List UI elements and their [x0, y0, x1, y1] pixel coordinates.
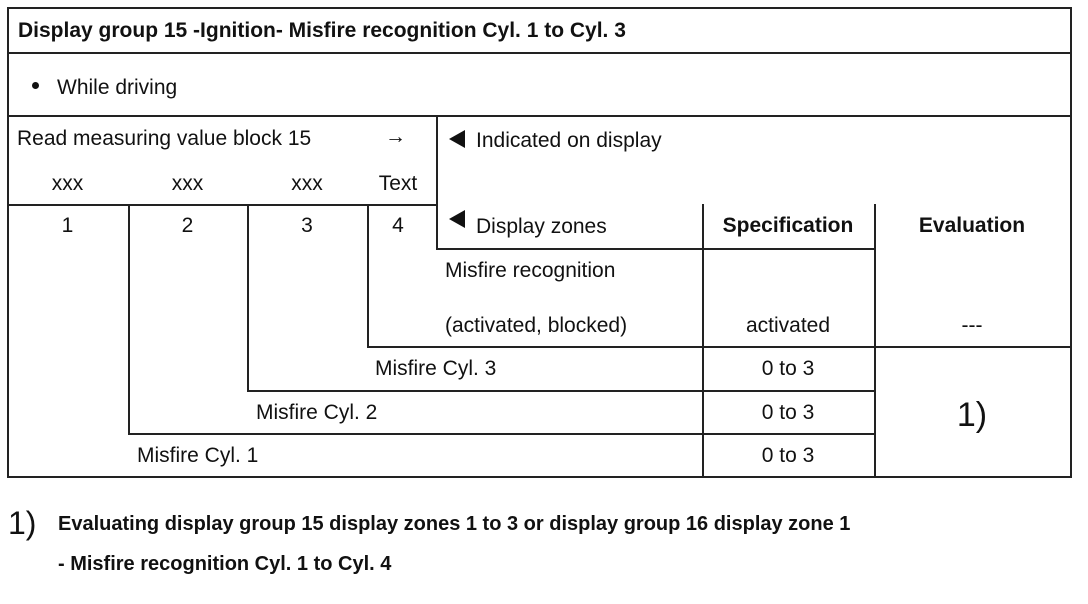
arrow-right-icon: → [385, 125, 406, 148]
footnote-marker: 1) [8, 505, 37, 541]
row-misfire-cyl1-spec: 0 to 3 [761, 444, 815, 467]
column-4-placeholder: Text [378, 172, 418, 195]
column-1-placeholder: xxx [51, 172, 84, 195]
condition-text: While driving [57, 76, 178, 99]
row-misfire-recognition-states: (activated, blocked) [445, 314, 628, 337]
row-misfire-recognition-label: Misfire recognition [445, 259, 616, 282]
indicated-label: Indicated on display [476, 129, 662, 152]
bullet-icon [32, 82, 39, 89]
column-3-placeholder: xxx [291, 172, 323, 195]
evaluation-header: Evaluation [918, 214, 1026, 237]
display-zones-header: Display zones [476, 215, 607, 238]
specification-header: Specification [722, 214, 854, 237]
row-misfire-cyl3-spec: 0 to 3 [761, 357, 815, 380]
footnote-line-1: Evaluating display group 15 display zone… [58, 513, 851, 535]
evaluation-footnote-ref: 1) [956, 396, 988, 434]
triangle-left-icon [449, 210, 465, 228]
row-misfire-cyl3-label: Misfire Cyl. 3 [375, 357, 497, 380]
triangle-left-icon [449, 130, 465, 148]
zone-number-1: 1 [61, 214, 74, 237]
row-misfire-cyl2-spec: 0 to 3 [761, 401, 815, 424]
footnote-line-2: - Misfire recognition Cyl. 1 to Cyl. 4 [58, 553, 392, 575]
row-misfire-cyl2-label: Misfire Cyl. 2 [256, 401, 378, 424]
zone-number-3: 3 [301, 214, 313, 237]
zone-number-4: 4 [392, 214, 404, 237]
row-misfire-recognition-spec: activated [745, 314, 831, 337]
row-misfire-recognition-eval: --- [961, 314, 983, 337]
read-block-label: Read measuring value block 15 [17, 127, 312, 150]
row-misfire-cyl1-label: Misfire Cyl. 1 [137, 444, 259, 467]
zone-number-2: 2 [181, 214, 194, 237]
table-title: Display group 15 -Ignition- Misfire reco… [18, 19, 626, 42]
column-2-placeholder: xxx [171, 172, 204, 195]
